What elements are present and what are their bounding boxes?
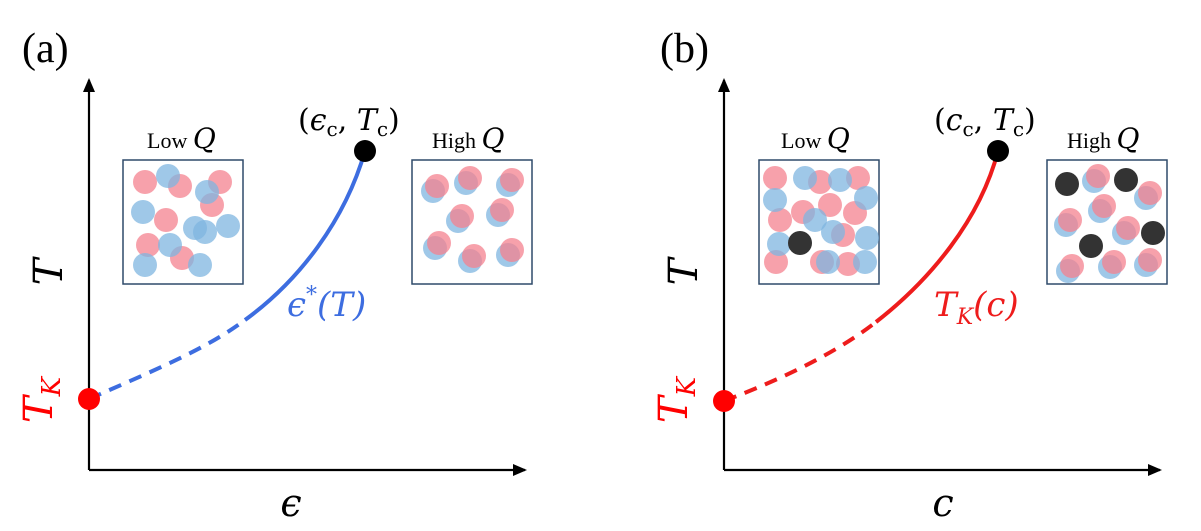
particle-red <box>1102 250 1126 274</box>
particle-red <box>846 166 870 190</box>
high-q-particles-a <box>421 166 524 273</box>
particle-red <box>1138 181 1162 205</box>
particle-blue <box>793 166 817 190</box>
particle-black <box>1141 221 1165 245</box>
particle-blue <box>816 250 840 274</box>
curve-metastable-dashed <box>88 318 247 401</box>
particle-blue <box>855 226 879 250</box>
particle-red <box>768 208 792 232</box>
particle-red <box>133 170 157 194</box>
particle-blue <box>195 180 219 204</box>
particle-red <box>1086 164 1110 188</box>
particle-black <box>1055 172 1079 196</box>
critical-point-label: (cc, Tc) <box>934 103 1036 141</box>
tk-point <box>78 388 100 410</box>
particle-blue <box>216 214 240 238</box>
particle-blue <box>188 253 212 277</box>
particle-red <box>458 166 482 190</box>
particle-black <box>1079 234 1103 258</box>
high-q-label-a: High Q <box>432 122 505 155</box>
particle-blue <box>133 253 157 277</box>
particle-red <box>1116 216 1140 240</box>
high-q-label-b: High Q <box>1067 122 1140 155</box>
panel-a-tag: (a) <box>22 26 69 72</box>
particle-blue <box>853 250 877 274</box>
low-q-particles-b <box>763 166 879 276</box>
low-q-particles-a <box>131 164 240 277</box>
particle-red <box>425 174 449 198</box>
particle-black <box>1114 168 1138 192</box>
high-q-particles-b <box>1054 164 1165 283</box>
particle-blue <box>854 186 878 210</box>
particle-blue <box>158 233 182 257</box>
particle-red <box>500 238 524 262</box>
curve-solid <box>874 150 1000 324</box>
particle-red <box>154 208 178 232</box>
particle-red <box>1138 248 1162 272</box>
particle-blue <box>803 208 827 232</box>
particle-red <box>763 166 787 190</box>
particle-black <box>788 231 812 255</box>
particle-blue <box>131 200 155 224</box>
particle-blue <box>763 188 787 212</box>
particle-red <box>450 204 474 228</box>
particle-blue <box>767 232 791 256</box>
critical-point <box>987 140 1009 162</box>
tk-point <box>713 390 735 412</box>
low-q-label-a: Low Q <box>147 122 216 155</box>
particle-red <box>1092 194 1116 218</box>
panel-b-tag: (b) <box>660 26 709 72</box>
particle-red <box>462 244 486 268</box>
low-q-label-b: Low Q <box>781 122 850 155</box>
curve-metastable-dashed <box>723 320 878 403</box>
particle-red <box>136 233 160 257</box>
panel-a: (a) T ϵ TK (ϵc, Tc) ϵ*(T) Low Q High Q <box>16 26 533 525</box>
x-axis-label: c <box>932 481 953 525</box>
x-axis-label: ϵ <box>280 481 301 525</box>
particle-blue <box>193 220 217 244</box>
critical-point-label: (ϵc, Tc) <box>298 103 400 141</box>
particle-red <box>1058 208 1082 232</box>
y-axis-label: T <box>26 255 72 285</box>
critical-point <box>354 140 376 162</box>
y-axis-label: T <box>661 255 707 285</box>
particle-red <box>818 193 842 217</box>
panel-b: (b) T c TK (cc, Tc) TK(c) Low Q High Q <box>651 26 1168 525</box>
curve-label: TK(c) <box>934 285 1019 330</box>
particle-red <box>490 198 514 222</box>
particle-blue <box>821 220 845 244</box>
particle-red <box>500 168 524 192</box>
tk-label: TK <box>651 375 702 423</box>
particle-red <box>1060 254 1084 278</box>
curve-solid <box>243 150 367 322</box>
tk-label: TK <box>16 375 67 423</box>
particle-blue <box>156 164 180 188</box>
particle-red <box>764 250 788 274</box>
curve-label: ϵ*(T) <box>287 283 366 325</box>
particle-red <box>427 231 451 255</box>
particle-blue <box>828 168 852 192</box>
